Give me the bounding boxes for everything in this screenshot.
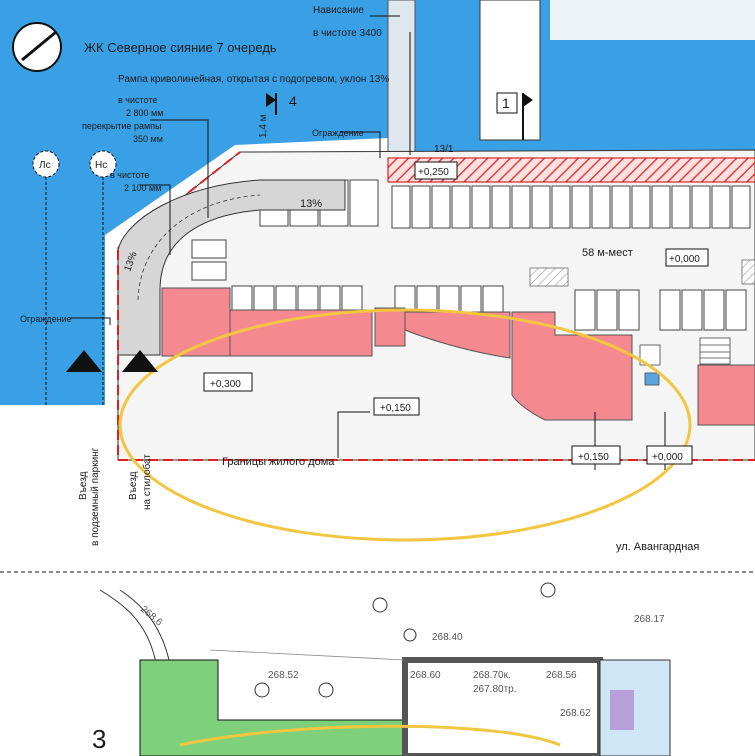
ramp-dim-3: перекрытие рампы [82,121,162,131]
north-arrow-icon [12,22,62,72]
mark-13-1: 13/1 [434,144,454,155]
ramp-dim-1: в чистоте [118,95,157,105]
axis-markers [32,150,117,405]
bottom-section-label: 3 [92,724,106,754]
overhang-label-1: Нависание [313,5,364,16]
elev-5: 268.62 [560,708,591,719]
technical-rooms [529,259,755,287]
street-label: ул. Авангардная [616,541,699,553]
fence-left-label: Ограждение [20,314,72,324]
entry-parking-1: Въезд [78,471,89,500]
section-markers [266,92,533,140]
elev-2: 268.70к. [473,670,511,681]
level-0150-b: +0,150 [578,452,609,463]
entry-stylobate-2: на стилобат [141,454,153,510]
entry-arrows [66,350,158,372]
parking-row-top [391,185,751,229]
ramp-dim-4: 350 мм [133,134,163,144]
curved-ramp [117,179,346,356]
elev-3: 267.80тр. [473,684,517,695]
ramp-note: Рампа криволинейная, открытая с подогрев… [118,74,389,85]
elev-1: 268.60 [410,670,441,681]
axis-lc-label: Лс [39,160,51,171]
project-title: ЖК Северное сияние 7 очередь [84,40,277,55]
level-0250: +0,250 [418,167,449,178]
ramp-dim2-1: в чистоте [110,170,149,180]
level-0000-top: +0,000 [669,254,700,265]
fence-top-label: Ограждение [312,128,364,138]
ramp-dim-2: 2 800 мм [126,108,163,118]
ramp-dim2-2: 2 100 мм [124,183,161,193]
elev-7: 268.17 [634,614,665,625]
leader-lines [70,15,666,470]
section-4-label: 4 [289,93,297,109]
boundary-label: Границы жилого дома [222,456,335,468]
level-0000-bot: +0,000 [652,452,683,463]
section-1-label: 1 [502,95,510,111]
axis-nc-label: Нс [95,160,107,171]
slope-label-a: 13% [300,198,322,210]
level-marks: +0,250 +0,000 +0,300 +0,150 +0,150 +0,00… [203,161,709,465]
level-0150-a: +0,150 [380,403,411,414]
elev-4: 268.56 [546,670,577,681]
overhang-label-2: в чистоте 3400 [313,28,382,39]
height-label: 1,4 м [258,114,269,138]
stair-cores [639,337,731,386]
level-0300: +0,300 [210,379,241,390]
elev-6: 268.40 [432,632,463,643]
highlight-ellipse [118,308,692,542]
parking-count: 58 м-мест [582,247,633,259]
lower-plan [0,560,755,756]
elev-0: 268.52 [268,670,299,681]
entry-stylobate-1: Въезд [128,471,139,500]
entry-parking-2: в подземный паркинг [90,447,101,546]
